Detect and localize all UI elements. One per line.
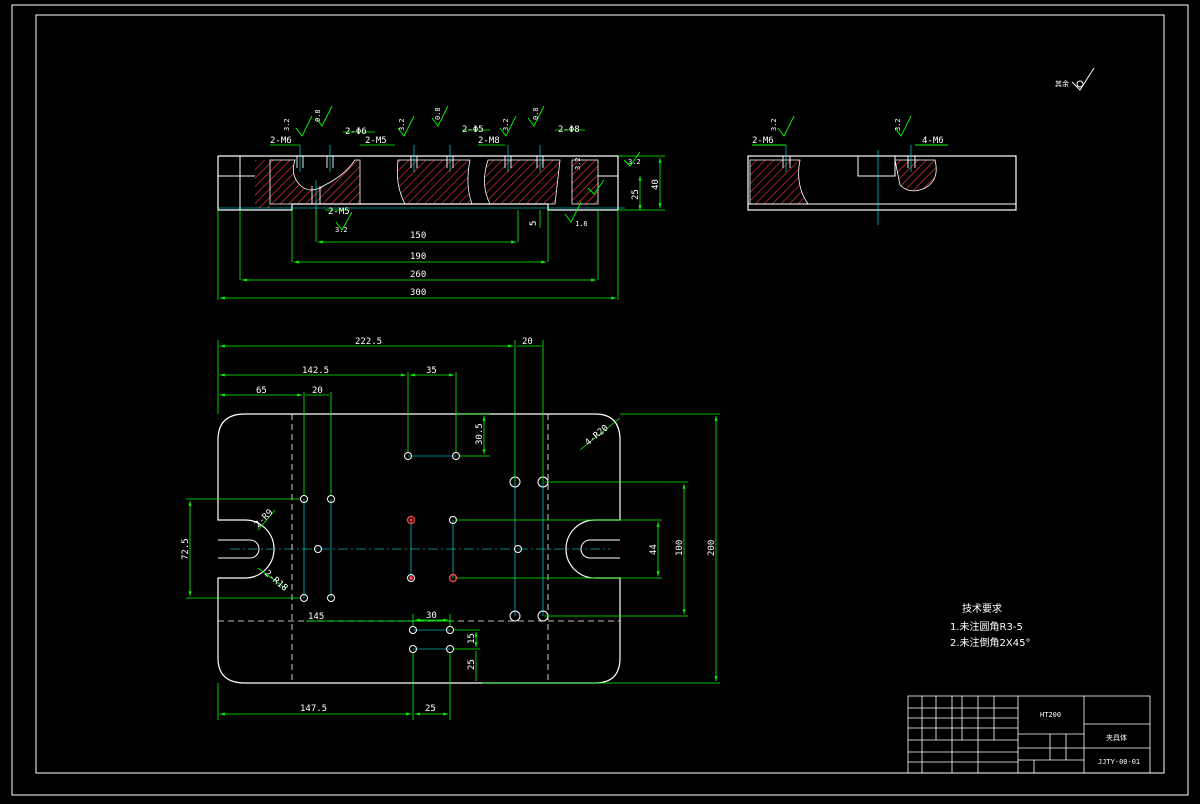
- dim-2-r18: 2-R18: [262, 569, 289, 594]
- tech-req-item-2: 2.未注倒角2X45°: [950, 636, 1030, 649]
- roughness-value: 3.2: [894, 118, 902, 131]
- dim-142-5: 142.5: [302, 366, 329, 376]
- roughness-note: 其余: [1055, 67, 1095, 91]
- roughness-value: 0.8: [314, 109, 322, 122]
- dim-100: 100: [675, 540, 685, 556]
- inner-border: [35, 14, 1165, 774]
- dim-5: 5: [529, 221, 539, 226]
- dim-72-5: 72.5: [181, 538, 191, 560]
- roughness-value: 3.2: [628, 158, 641, 166]
- title-material: HT200: [1040, 711, 1061, 719]
- label-2-phi8: 2-Φ8: [558, 125, 580, 135]
- roughness-value: 0.8: [434, 107, 442, 120]
- dim-4-r20: 4-R20: [584, 423, 611, 448]
- dim-25-bottom: 25: [425, 704, 436, 714]
- roughness-value: 3.2: [574, 157, 582, 170]
- dim-222-5: 222.5: [355, 337, 382, 347]
- dim-15: 15: [467, 633, 477, 644]
- roughness-note-text: 其余: [1055, 79, 1069, 88]
- title-block: [907, 695, 1151, 774]
- roughness-value: 3.2: [502, 118, 510, 131]
- tech-req-item-1: 1.未注圆角R3-5: [950, 620, 1023, 633]
- dim-35: 35: [426, 366, 437, 376]
- title-drawing-no: JJTY-00-01: [1098, 758, 1140, 766]
- dim-30-5: 30.5: [475, 423, 485, 445]
- dim-145: 145: [308, 612, 324, 622]
- dim-40: 40: [651, 179, 661, 190]
- plan-view: 222.5 20 142.5 35 65 20 30.5 4-R20 72.5 …: [181, 337, 720, 720]
- dim-25: 25: [631, 189, 641, 200]
- dim-300: 300: [410, 288, 426, 298]
- technical-requirements: 技术要求 1.未注圆角R3-5 2.未注倒角2X45°: [950, 602, 1030, 649]
- dim-147-5: 147.5: [300, 704, 327, 714]
- label-2-m5-bottom: 2-M5: [328, 207, 350, 217]
- roughness-value: 3.2: [770, 118, 778, 131]
- label-4-m6: 4-M6: [922, 136, 944, 146]
- section-view: 3.2 0.8 3.2 0.8 3.2 0.8 3.2 1.6 3.2 3.2 …: [217, 105, 665, 300]
- label-2-phi5: 2-Φ5: [462, 125, 484, 135]
- roughness-value: 1.6: [575, 220, 588, 228]
- dim-20-top: 20: [522, 337, 533, 347]
- tech-req-title: 技术要求: [962, 602, 1002, 615]
- label-2-phi6: 2-Φ6: [345, 127, 367, 137]
- label-2-m6-side: 2-M6: [752, 136, 774, 146]
- outer-border: [11, 4, 1189, 796]
- dim-260: 260: [410, 270, 426, 280]
- dim-20-left: 20: [312, 386, 323, 396]
- dim-30: 30: [426, 611, 437, 621]
- dim-150: 150: [410, 231, 426, 241]
- label-2-m6: 2-M6: [270, 136, 292, 146]
- roughness-value: 3.2: [398, 118, 406, 131]
- label-2-m8: 2-M8: [478, 136, 500, 146]
- roughness-value: 3.2: [283, 118, 291, 131]
- dim-44: 44: [649, 544, 659, 555]
- dim-200: 200: [707, 540, 717, 556]
- roughness-value: 0.8: [532, 107, 540, 120]
- dim-190: 190: [410, 252, 426, 262]
- side-section-view: 3.2 3.2 2-M6 4-M6: [747, 115, 1017, 225]
- label-2-m5: 2-M5: [365, 136, 387, 146]
- roughness-value: 3.2: [335, 226, 348, 234]
- dim-65: 65: [256, 386, 267, 396]
- dim-25-side: 25: [467, 659, 477, 670]
- title-part-name: 夹具体: [1106, 733, 1127, 742]
